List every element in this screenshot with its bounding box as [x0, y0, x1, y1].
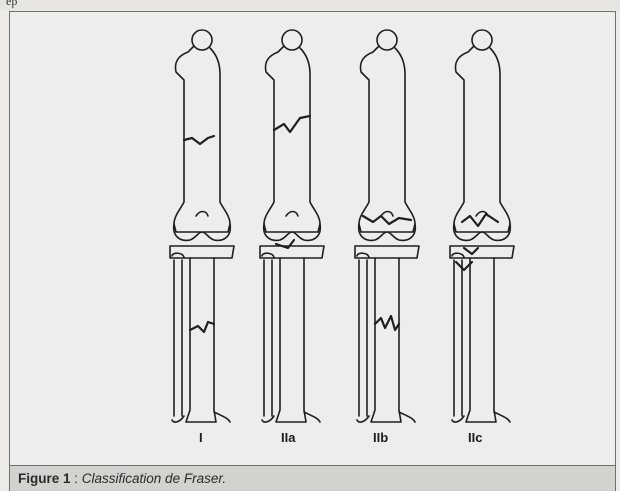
figure-caption: Figure 1 : Classification de Fraser. [9, 466, 616, 491]
page-text-fragment: ep [6, 0, 17, 9]
bone-diagram-I [170, 30, 234, 422]
fracture-illustration [10, 12, 617, 467]
label-I: I [199, 430, 203, 445]
label-IIc: IIc [468, 430, 482, 445]
caption-text: Classification de Fraser. [82, 471, 226, 486]
bone-diagram-IIb [355, 30, 419, 422]
caption-separator: : [71, 471, 82, 486]
top-strip: ep [0, 0, 620, 10]
bone-diagram-IIc [450, 30, 514, 422]
bone-diagram-IIa [260, 30, 324, 422]
label-IIb: IIb [373, 430, 388, 445]
caption-number: Figure 1 [18, 471, 71, 486]
figure-frame: I IIa IIb IIc [9, 11, 616, 466]
label-IIa: IIa [281, 430, 295, 445]
